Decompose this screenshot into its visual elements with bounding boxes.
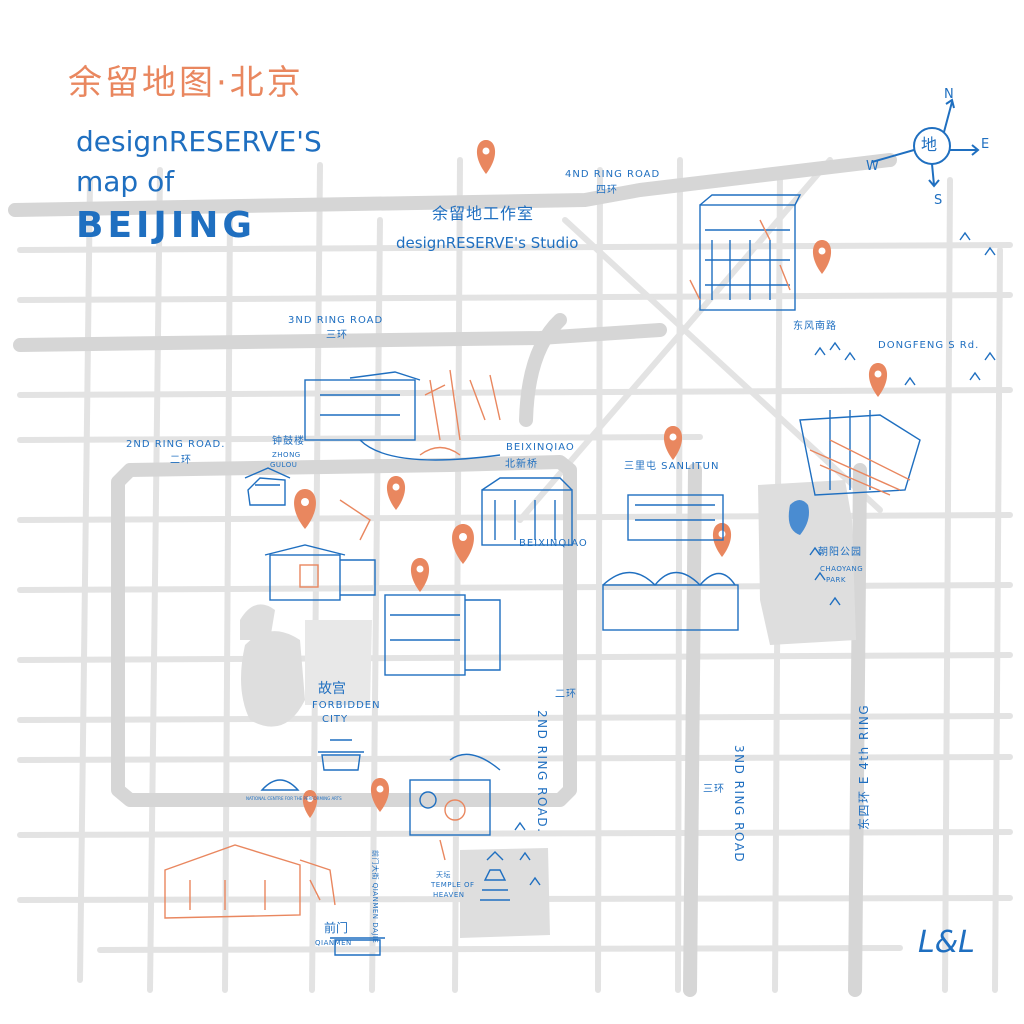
sketch-dashilar-accent bbox=[439, 799, 466, 861]
studio-en: designRESERVE's Studio bbox=[396, 234, 579, 252]
beixinqiao-cn: 北新桥 bbox=[505, 459, 538, 470]
sanlitun-label: 三里屯 SANLITUN bbox=[624, 461, 720, 472]
ring4-right-label: 东四环 E 4th RING bbox=[857, 703, 871, 830]
title-cn: 余留地图·北京 bbox=[68, 63, 304, 103]
sketch-drum-tower bbox=[244, 467, 291, 506]
pin-beixinqiao bbox=[452, 524, 474, 564]
ring3-top-en: 3ND RING ROAD bbox=[288, 315, 384, 326]
compass-rose bbox=[871, 98, 980, 188]
ring4-top-en: 4ND RING ROAD bbox=[565, 169, 661, 180]
forbidden-en1: FORBIDDEN bbox=[312, 700, 381, 711]
beixinqiao-label-2: BEIXINQIAO bbox=[519, 538, 588, 549]
ring3-top-cn: 三环 bbox=[326, 330, 348, 341]
temple-en2: HEAVEN bbox=[433, 891, 465, 899]
ring2-left-cn: 二环 bbox=[170, 455, 192, 466]
ring2-right-cn: 二环 bbox=[555, 689, 577, 700]
chaoyang-cn: 朝阳公园 bbox=[818, 547, 862, 558]
sketch-ne-building bbox=[699, 194, 802, 311]
ring2-left-en: 2ND RING ROAD. bbox=[126, 439, 226, 450]
ring4-top-cn: 四环 bbox=[596, 185, 618, 196]
building-sketches bbox=[164, 194, 996, 956]
dongfeng-en: DONGFENG S Rd. bbox=[878, 340, 980, 351]
studio-cn: 余留地工作室 bbox=[432, 204, 535, 223]
sketch-tiananmen bbox=[318, 739, 364, 771]
title-line3: BEIJING bbox=[76, 205, 256, 246]
temple-en1: TEMPLE OF bbox=[431, 881, 475, 889]
title-line1: designRESERVE'S bbox=[76, 125, 322, 158]
sketch-trees bbox=[514, 231, 996, 886]
pin-dongfeng bbox=[868, 363, 888, 397]
chaoyang-en2: PARK bbox=[826, 576, 847, 584]
sketch-dashilar bbox=[409, 753, 501, 836]
sketch-temple-heaven bbox=[480, 851, 510, 901]
compass-s: S bbox=[934, 193, 943, 208]
zhonggulou-cn: 钟鼓楼 bbox=[272, 436, 305, 447]
ring3-right-cn: 三环 bbox=[703, 784, 725, 795]
compass-n: N bbox=[944, 87, 954, 102]
zhonggulou-en2: GULOU bbox=[270, 461, 298, 469]
sketch-ncpa bbox=[260, 779, 300, 791]
dongfeng-cn: 东风南路 bbox=[793, 321, 837, 332]
pin-qianmen bbox=[302, 790, 318, 818]
forbidden-en2: CITY bbox=[322, 714, 349, 725]
compass-e: E bbox=[981, 137, 990, 152]
sketch-beixinqiao-building bbox=[481, 477, 573, 546]
chaoyang-lake bbox=[788, 500, 809, 535]
pin-gulou bbox=[294, 489, 316, 529]
title-line2: map of bbox=[76, 165, 175, 198]
temple-cn: 天坛 bbox=[436, 871, 451, 879]
qianmen-en: QIANMEN bbox=[315, 939, 352, 947]
chaoyang-en1: CHAOYANG bbox=[820, 565, 864, 573]
ring3-right-en: 3ND RING ROAD bbox=[732, 745, 746, 864]
sketch-sanlitun-building bbox=[627, 494, 724, 541]
sketch-ne-building-accent bbox=[689, 219, 791, 301]
ncpa-label: NATIONAL CENTRE FOR THE PERFORMING ARTS bbox=[246, 796, 342, 801]
pin-ne-building bbox=[812, 240, 832, 274]
sketch-qianmen-gate bbox=[330, 937, 385, 956]
sketch-qianmen-building bbox=[164, 844, 336, 919]
beixinqiao-label: BEIXINQIAO bbox=[506, 442, 575, 453]
signature: L&L bbox=[918, 925, 975, 960]
qianmen-dajie: 前门大街 QIANMEN DAJIE bbox=[371, 850, 379, 944]
sketch-gulou-tree bbox=[419, 369, 501, 456]
ring2-right-en: 2ND RING ROAD. bbox=[535, 710, 549, 834]
pin-studio bbox=[476, 140, 496, 174]
sketch-chaoyang bbox=[799, 410, 921, 496]
sketch-gulou-building bbox=[304, 371, 501, 461]
sketch-hutong bbox=[264, 544, 376, 601]
sketch-sanlitun-arch bbox=[602, 571, 739, 631]
ring-roads bbox=[8, 153, 897, 997]
pin-gulou-east bbox=[386, 476, 406, 510]
compass-center: 地 bbox=[921, 135, 938, 154]
minor-streets bbox=[17, 157, 1013, 993]
location-pins bbox=[294, 140, 888, 818]
qianmen-cn: 前门 bbox=[324, 921, 349, 935]
zhonggulou-en1: ZHONG bbox=[272, 451, 301, 459]
sketch-chaoyang-accent bbox=[809, 439, 911, 496]
pin-sanlitun bbox=[663, 426, 683, 460]
sketch-central-building bbox=[384, 594, 501, 676]
forbidden-cn: 故宫 bbox=[318, 681, 346, 697]
pin-central bbox=[410, 558, 430, 592]
compass-w: W bbox=[866, 159, 879, 174]
sketch-hutong-accent bbox=[299, 499, 371, 588]
pin-dashilar bbox=[370, 778, 390, 812]
